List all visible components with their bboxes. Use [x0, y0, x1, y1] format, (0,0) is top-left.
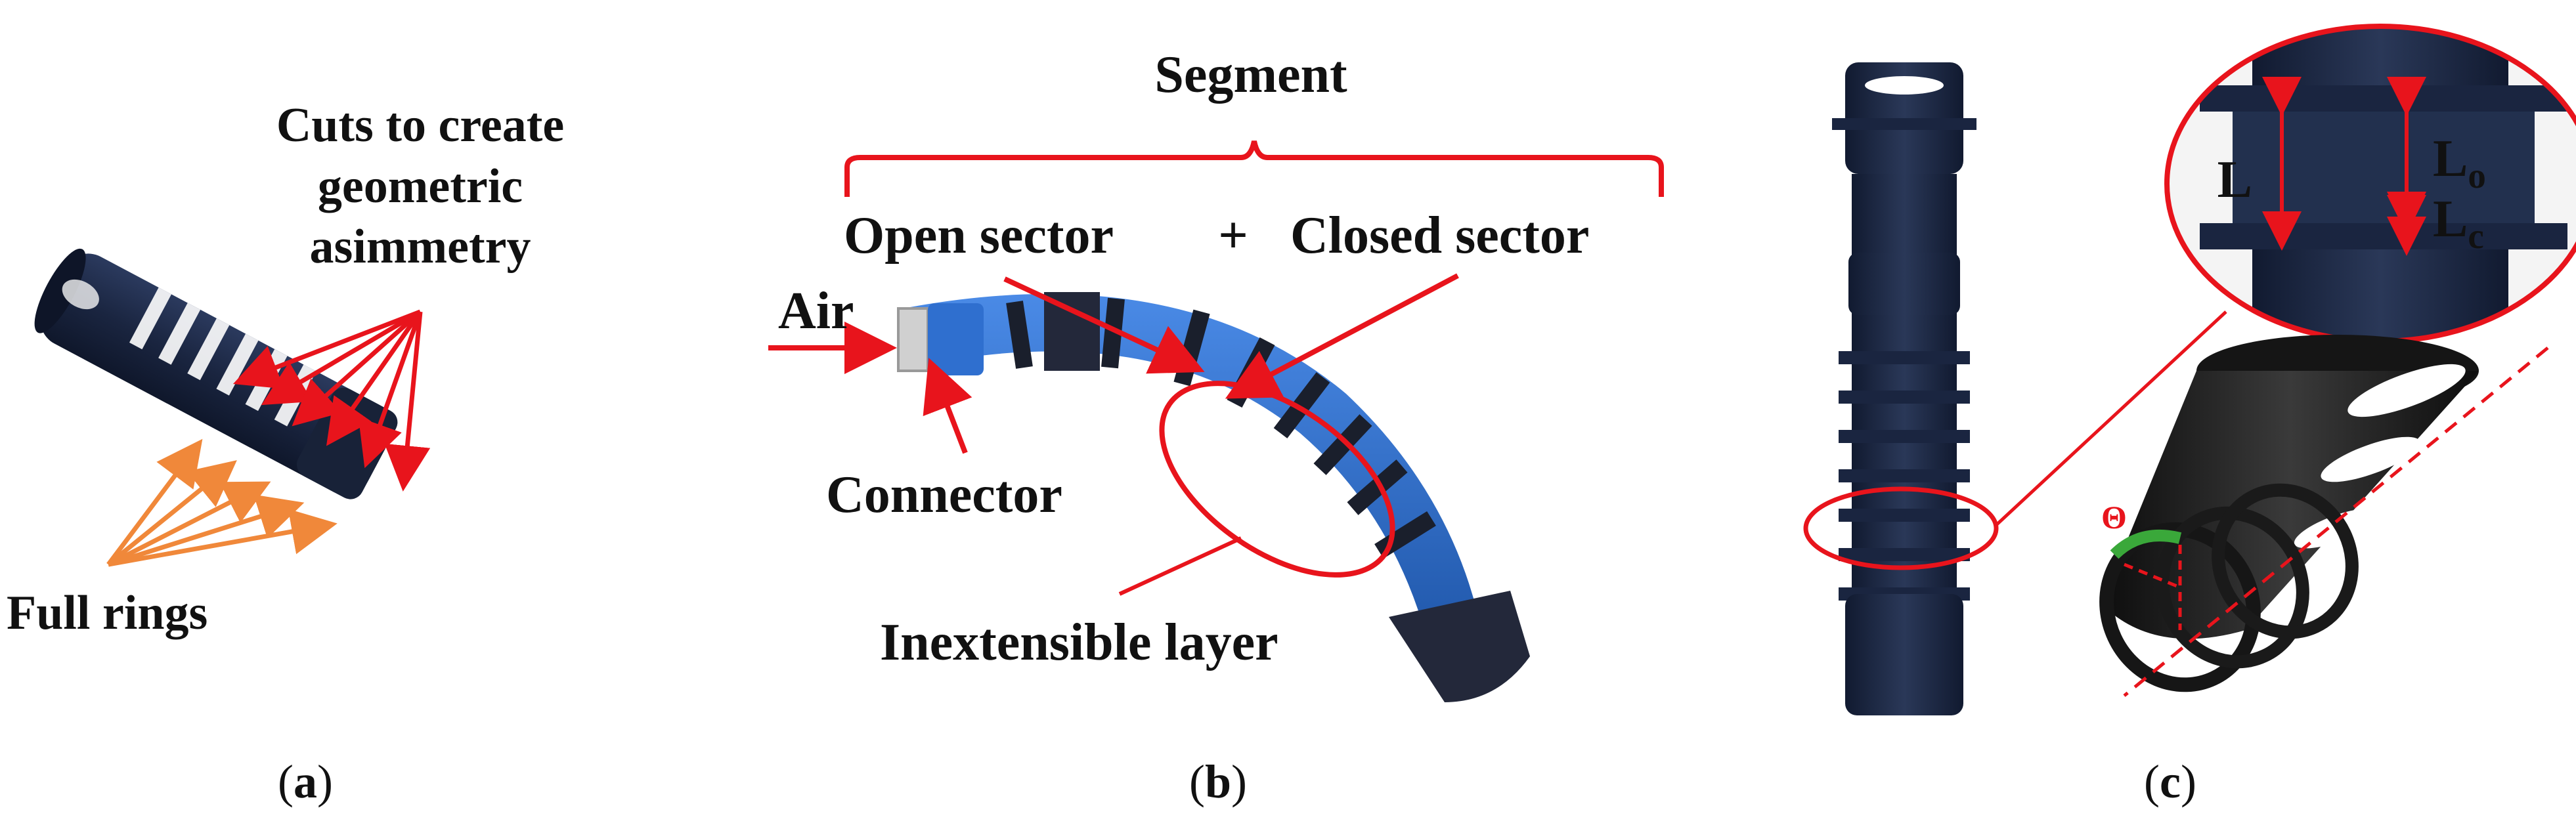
- label-L: L: [2217, 151, 2252, 209]
- label-full-rings: Full rings: [7, 586, 207, 640]
- label-Lo: Lo: [2433, 130, 2486, 196]
- label-air: Air: [778, 282, 854, 340]
- connector-arrow: [923, 358, 972, 454]
- label-plus: +: [1218, 207, 1248, 264]
- label-theta: Θ: [2101, 499, 2127, 536]
- label-Lc-sub: c: [2468, 216, 2483, 256]
- panel-b: Segment Open sector + Closed sector Air …: [768, 46, 1664, 808]
- symmetry-axis: [2123, 347, 2549, 697]
- panel-c: L Lo Lc Θ (c): [1803, 24, 2576, 808]
- theta-radius-1: [2124, 562, 2181, 589]
- inextensible-layer-ellipse: [1159, 381, 1395, 578]
- label-inextensible: Inextensible layer: [880, 614, 1278, 671]
- label-Lo-main: L: [2433, 130, 2468, 188]
- caption-c: (c): [2144, 755, 2196, 808]
- panel-c-actuator: [1832, 62, 1976, 715]
- label-connector: Connector: [826, 466, 1062, 524]
- closed-sector-arrow: [1225, 273, 1459, 399]
- segment-brace: [844, 140, 1664, 197]
- panel-a-ring-arrows: [106, 438, 338, 567]
- caption-a-letter: a: [294, 755, 317, 808]
- inextensible-leader: [1118, 536, 1242, 596]
- panel-a: Cuts to create geometric asimmetry Full …: [7, 98, 564, 808]
- panel-a-cut-arrows: [232, 309, 431, 492]
- label-cuts-line1: Cuts to create: [276, 98, 564, 152]
- label-cuts-line3: asimmetry: [310, 220, 531, 274]
- zoom-source-ellipse: [1803, 486, 1999, 570]
- zoom-connector-line: [1995, 310, 2227, 526]
- dimension-arrows: [2262, 77, 2426, 256]
- label-open-sector: Open sector: [844, 207, 1114, 264]
- open-sector-arrow: [1003, 276, 1205, 374]
- panel-a-actuator: [34, 248, 398, 499]
- label-cuts-line2: geometric: [318, 159, 523, 213]
- caption-c-letter: c: [2160, 755, 2181, 808]
- caption-a: (a): [278, 755, 333, 808]
- caption-b: (b): [1189, 755, 1247, 808]
- theta-arc: [2110, 529, 2182, 559]
- panel-b-actuator: [897, 292, 1530, 702]
- label-segment: Segment: [1154, 46, 1347, 104]
- label-Lc: Lc: [2433, 190, 2484, 256]
- caption-b-letter: b: [1205, 755, 1231, 808]
- label-closed-sector: Closed sector: [1290, 207, 1589, 264]
- label-Lo-sub: o: [2468, 156, 2486, 196]
- label-Lc-main: L: [2433, 190, 2468, 248]
